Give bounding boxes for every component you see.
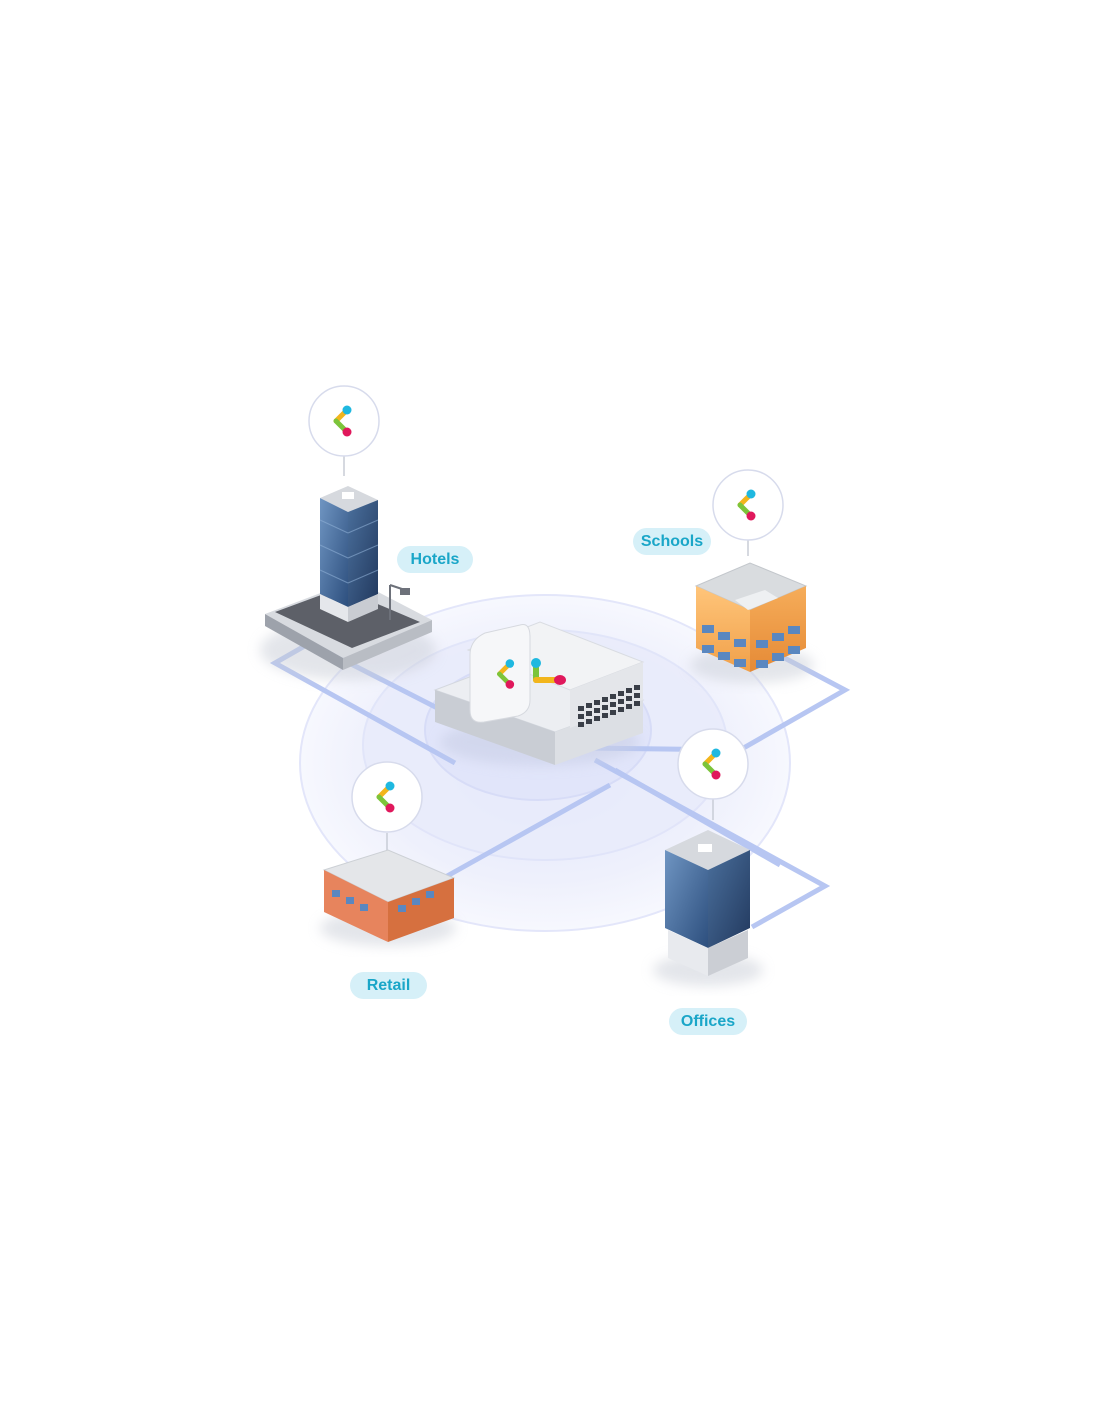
label-hotels: Hotels (397, 546, 473, 573)
connection-lines (269, 640, 851, 930)
hotels-building (260, 486, 436, 680)
logo-badges (308, 385, 784, 850)
label-schools: Schools (633, 528, 711, 555)
label-offices: Offices (669, 1008, 747, 1035)
link-offices-2 (613, 767, 782, 868)
schools-building (690, 562, 814, 683)
retail-building (320, 849, 456, 946)
offices-building (653, 830, 763, 986)
network-switch-icon (433, 621, 645, 766)
label-retail: Retail (350, 972, 427, 999)
link-retail (438, 782, 612, 883)
